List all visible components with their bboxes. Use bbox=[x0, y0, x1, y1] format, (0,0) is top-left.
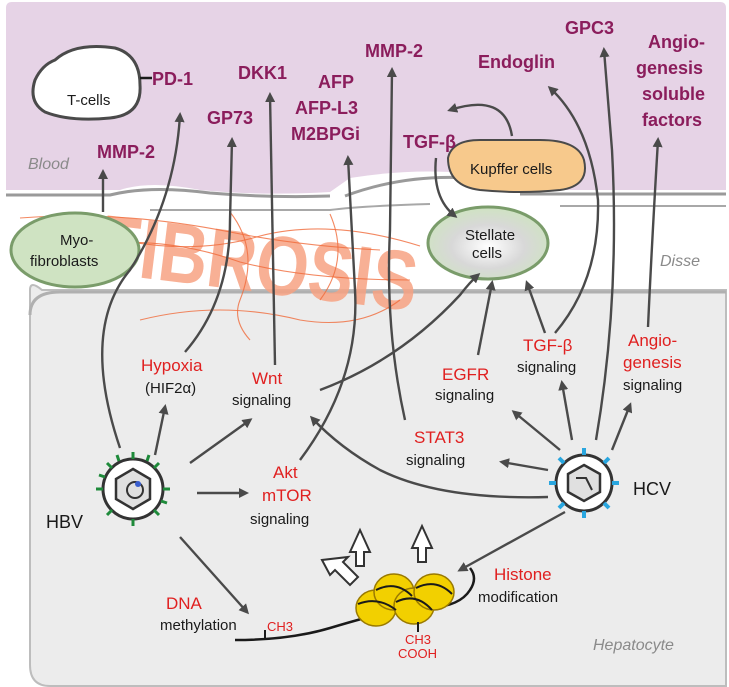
hollow-arrow bbox=[348, 527, 372, 567]
blood-zone-label: Blood bbox=[28, 156, 70, 173]
arrow-tgfb-stellate bbox=[434, 157, 458, 218]
marker-dkk1: DKK1 bbox=[238, 63, 287, 83]
arrow-hbv-pd1 bbox=[101, 111, 185, 449]
arrow-hcv-gpc3 bbox=[594, 46, 616, 441]
pathway-tgfb: TGF-β bbox=[523, 336, 573, 355]
marker-angio-4: factors bbox=[642, 110, 702, 130]
pathway-angio-signaling: signaling bbox=[623, 377, 682, 394]
disse-zone-label: Disse bbox=[660, 253, 700, 270]
pathway-stat3-signaling: signaling bbox=[406, 452, 465, 469]
arrow-hcv-tgfbsig bbox=[558, 380, 574, 441]
arrow-angiosig-factors bbox=[646, 136, 663, 328]
hollow-arrows bbox=[320, 523, 434, 587]
pathway-hif2a: (HIF2α) bbox=[145, 380, 196, 397]
hepatocyte-zone bbox=[29, 284, 727, 687]
pathway-modification: modification bbox=[478, 589, 558, 606]
arrow-hbv-dna bbox=[179, 536, 250, 615]
pathway-wnt: Wnt bbox=[252, 369, 283, 388]
t-cell bbox=[31, 45, 142, 121]
cooh-label: COOH bbox=[398, 646, 437, 661]
arrow-hcv-histone bbox=[457, 510, 566, 572]
stellate-label-1: Stellate bbox=[465, 227, 515, 244]
pathway-egfr: EGFR bbox=[442, 365, 489, 384]
marker-angio-3: soluble bbox=[642, 84, 705, 104]
pathway-egfr-signaling: signaling bbox=[435, 387, 494, 404]
arrow-hbv-hypoxia bbox=[153, 404, 169, 456]
marker-angio-2: genesis bbox=[636, 58, 703, 78]
hepatocyte-zone-label: Hepatocyte bbox=[593, 637, 674, 654]
pathway-tgfb-signaling: signaling bbox=[517, 359, 576, 376]
marker-mmp2-center: MMP-2 bbox=[365, 41, 423, 61]
pathway-methylation: methylation bbox=[160, 617, 237, 634]
marker-endoglin: Endoglin bbox=[478, 52, 555, 72]
arrow-hypoxia-gp73 bbox=[184, 136, 237, 353]
pathway-mtor: mTOR bbox=[262, 486, 312, 505]
hbv-virus-icon bbox=[96, 452, 170, 526]
hcv-label: HCV bbox=[633, 479, 671, 499]
marker-gpc3: GPC3 bbox=[565, 18, 614, 38]
nucleosome-group bbox=[355, 573, 455, 627]
marker-mmp2-left: MMP-2 bbox=[97, 142, 155, 162]
marker-afp-l3: AFP-L3 bbox=[295, 98, 358, 118]
pathway-hypoxia: Hypoxia bbox=[141, 356, 203, 375]
arrow-wnt-stellate bbox=[319, 273, 481, 392]
stellate-label-2: cells bbox=[472, 245, 502, 262]
pathway-angio-1: Angio- bbox=[628, 331, 677, 350]
disse-line-left bbox=[150, 203, 431, 211]
marker-afp: AFP bbox=[318, 72, 354, 92]
t-cell-label: T-cells bbox=[67, 92, 110, 109]
arrow-tgfbsig-stellate bbox=[524, 280, 547, 334]
hollow-arrow bbox=[410, 523, 434, 563]
marker-gp73: GP73 bbox=[207, 108, 253, 128]
arrow-layer bbox=[97, 46, 663, 615]
pathway-akt-signaling: signaling bbox=[250, 511, 309, 528]
arrow-hcv-egfr bbox=[511, 410, 561, 451]
myofibroblast-label-2: fibroblasts bbox=[30, 253, 98, 270]
pathway-akt: Akt bbox=[273, 463, 298, 482]
sinusoid-lining-left bbox=[6, 187, 331, 199]
fibrous-strand bbox=[319, 213, 339, 301]
arrow-hcv-angio bbox=[610, 402, 633, 451]
fibrous-strand bbox=[139, 299, 401, 324]
kupffer-cell bbox=[446, 139, 586, 193]
pathway-histone: Histone bbox=[494, 565, 552, 584]
arrow-hcv-wnt bbox=[309, 415, 549, 499]
myofibroblast-cell bbox=[9, 211, 141, 289]
hcv-virus-icon bbox=[549, 448, 619, 518]
myofibroblast-label-1: Myo- bbox=[60, 232, 93, 249]
arrow-hcv-stat3 bbox=[499, 458, 549, 472]
pathway-dna: DNA bbox=[166, 594, 203, 613]
marker-tgf-beta: TGF-β bbox=[403, 132, 456, 152]
arrow-stat3-mmp2 bbox=[386, 66, 407, 421]
kupffer-cell-label: Kupffer cells bbox=[470, 161, 552, 178]
arrow-hbv-wnt bbox=[189, 418, 253, 464]
marker-m2bpgi: M2BPGi bbox=[291, 124, 360, 144]
hepatocyte-border bbox=[28, 290, 726, 316]
marker-pd1: PD-1 bbox=[152, 69, 193, 89]
ch3-right-label: CH3 bbox=[405, 632, 431, 647]
pathway-wnt-signaling: signaling bbox=[232, 392, 291, 409]
arrow-akt-afp bbox=[299, 154, 357, 461]
pathway-stat3: STAT3 bbox=[414, 428, 464, 447]
ch3-left-label: CH3 bbox=[267, 619, 293, 634]
stellate-cell bbox=[426, 205, 550, 281]
hollow-arrow bbox=[320, 555, 360, 587]
arrow-wnt-dkk1 bbox=[265, 91, 277, 366]
arrow-egfr-stellate bbox=[476, 280, 496, 356]
arrow-kupffer-tgfb bbox=[447, 103, 514, 137]
marker-angio-1: Angio- bbox=[648, 32, 705, 52]
hbv-label: HBV bbox=[46, 512, 83, 532]
fibrous-strand bbox=[229, 211, 251, 341]
arrow-tgfbsig-endoglin bbox=[547, 85, 600, 334]
pathway-angio-2: genesis bbox=[623, 353, 682, 372]
